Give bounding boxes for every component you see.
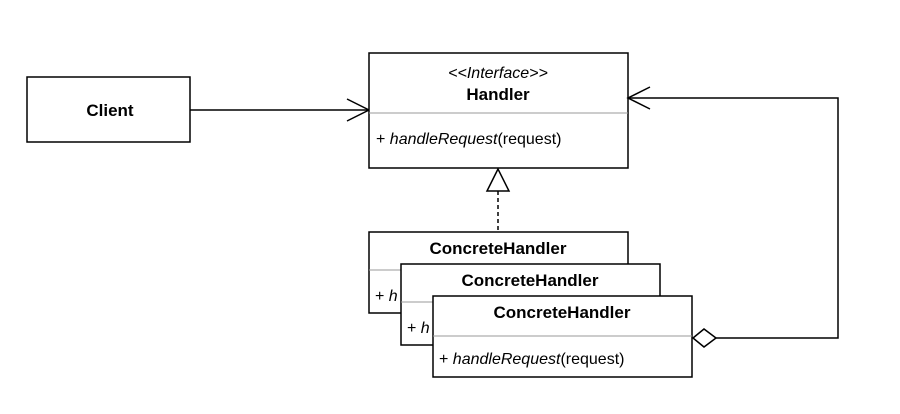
concrete-handler-3-method: + handleRequest(request) xyxy=(439,351,624,368)
handler-interface: <<Interface>> Handler + handleRequest(re… xyxy=(368,52,629,169)
aggregation-arrowhead-icon xyxy=(626,86,651,110)
concrete-handler-1-method: + h xyxy=(375,288,398,305)
concrete-handler-1-method-visibility: + xyxy=(375,288,389,305)
handler-method-params: (request) xyxy=(497,131,561,148)
aggregation-diamond-icon xyxy=(691,328,718,348)
handler-box xyxy=(368,52,629,169)
handler-stereotype: <<Interface>> xyxy=(448,65,548,82)
handler-method-visibility: + xyxy=(376,131,390,148)
concrete-handler-3-name: ConcreteHandler xyxy=(494,303,631,322)
concrete-handler-2-name: ConcreteHandler xyxy=(462,271,599,290)
aggregation-relation xyxy=(626,86,839,348)
handler-name: Handler xyxy=(466,85,530,104)
hollow-triangle-icon xyxy=(485,167,511,192)
concrete-handler-2-method-visibility: + xyxy=(407,320,421,337)
concrete-handler-2-method: + h xyxy=(407,320,430,337)
concrete-handler-1-method-name: h xyxy=(389,288,398,305)
aggregation-line xyxy=(628,97,839,339)
realization-relation xyxy=(485,167,511,232)
concrete-handler-3-method-visibility: + xyxy=(439,351,453,368)
concrete-handler-2-method-name: h xyxy=(421,320,430,337)
client-box xyxy=(26,76,191,143)
handler-method: + handleRequest(request) xyxy=(376,131,561,148)
client-class: Client xyxy=(26,76,191,143)
concrete-handler-1-name: ConcreteHandler xyxy=(430,239,567,258)
handler-method-name: handleRequest xyxy=(390,131,498,148)
client-handler-association xyxy=(190,98,371,122)
client-label: Client xyxy=(86,101,134,120)
concrete-handler-3-method-params: (request) xyxy=(560,351,624,368)
concrete-handler-3-method-name: handleRequest xyxy=(453,351,561,368)
concrete-handler-3: ConcreteHandler + handleRequest(request) xyxy=(432,295,693,378)
